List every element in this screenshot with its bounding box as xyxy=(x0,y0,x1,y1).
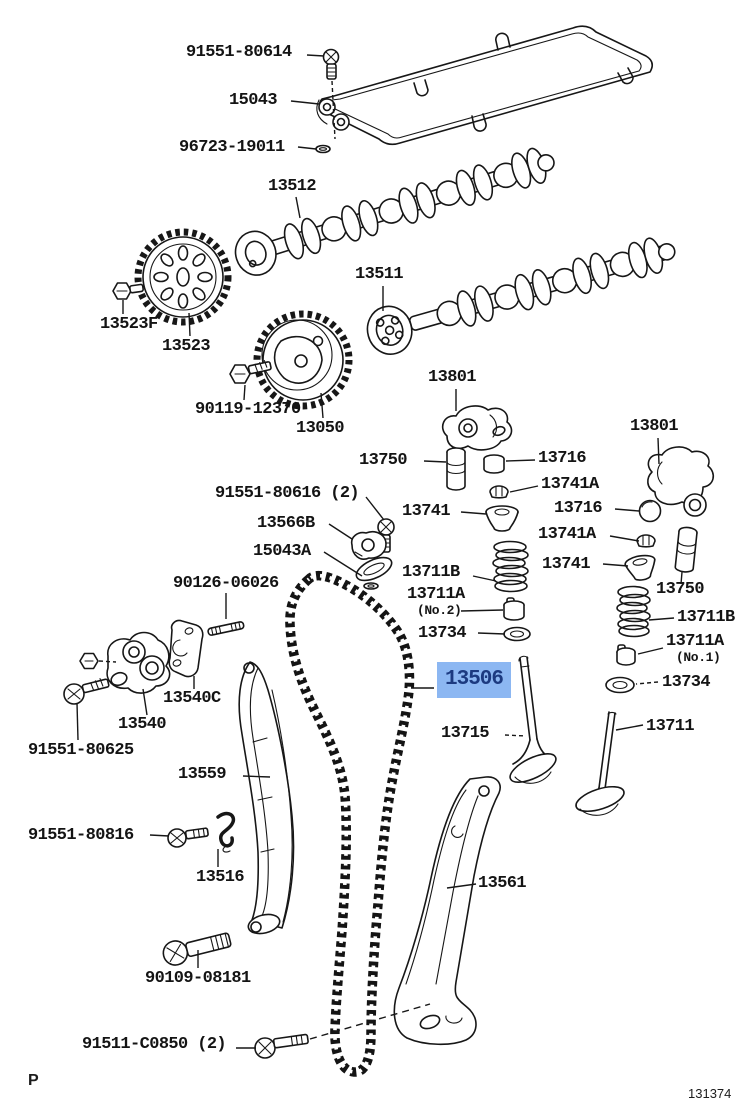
part-label-13801-right[interactable]: 13801 xyxy=(630,417,679,436)
bolt-90109-08181-drawing xyxy=(162,932,232,966)
timing-sprocket-13523-drawing xyxy=(134,228,232,326)
part-label-13716-right[interactable]: 13716 xyxy=(554,499,603,518)
valve-keeper-13741A-right-drawing xyxy=(636,534,656,548)
part-label-13741-left[interactable]: 13741 xyxy=(402,502,451,521)
part-label-13750-right[interactable]: 13750 xyxy=(656,580,705,599)
valve-spring-13711B-right-drawing xyxy=(616,585,651,638)
part-label-13523[interactable]: 13523 xyxy=(162,337,211,356)
rocker-arm-13801-left-drawing xyxy=(441,405,513,451)
part-label-13750-left[interactable]: 13750 xyxy=(359,451,408,470)
valve-lifter-13750-right-drawing xyxy=(674,526,698,573)
bolt-91551-80816-drawing xyxy=(167,827,209,848)
camshaft-13512-drawing xyxy=(234,147,555,276)
part-label-13711A-no1-sub: (No.1) xyxy=(676,649,721,665)
tensioner-13540-drawing xyxy=(106,631,171,694)
part-label-13050[interactable]: 13050 xyxy=(296,419,345,438)
part-label-13512[interactable]: 13512 xyxy=(268,177,317,196)
part-label-91511-C0850[interactable]: 91511-C0850 (2) xyxy=(82,1035,227,1054)
bolt-90119-12370-drawing xyxy=(229,360,272,384)
part-label-90119-12370[interactable]: 90119-12370 xyxy=(195,400,301,419)
nut-94151-80600-drawing xyxy=(79,652,99,670)
part-label-13734-left[interactable]: 13734 xyxy=(418,624,467,643)
bolt-91551-80614-drawing xyxy=(322,48,340,140)
spring-retainer-13741-left-drawing xyxy=(485,505,519,532)
slipper-13566B-drawing xyxy=(350,530,387,560)
oring-96723-19011-drawing xyxy=(315,144,331,154)
part-label-13511[interactable]: 13511 xyxy=(355,265,404,284)
valve-keeper-13741A-left-drawing xyxy=(489,485,509,499)
valve-cap-13711A-no1-drawing xyxy=(616,644,636,666)
part-label-13715[interactable]: 13715 xyxy=(441,724,490,743)
part-label-13711[interactable]: 13711 xyxy=(646,717,695,736)
part-label-13711A-no2-text: 13711A xyxy=(407,585,465,604)
rocker-arm-13801-right-drawing xyxy=(647,446,715,517)
part-label-91551-80816[interactable]: 91551-80816 xyxy=(28,826,134,845)
valve-seal-13734-right-drawing xyxy=(605,676,635,694)
part-label-91551-80625[interactable]: 91551-80625 xyxy=(28,741,134,760)
part-label-15043[interactable]: 15043 xyxy=(229,91,278,110)
valve-13711-drawing xyxy=(575,711,625,816)
valve-shim-13716-right-drawing xyxy=(638,499,662,523)
part-label-13559[interactable]: 13559 xyxy=(178,765,227,784)
page-code: P xyxy=(28,1072,39,1089)
timing-chain-13506-drawing xyxy=(285,570,415,1077)
part-label-13561[interactable]: 13561 xyxy=(478,874,527,893)
part-label-13711A-no2[interactable]: 13711A (No.2) xyxy=(407,586,465,617)
bolt-13523F-drawing xyxy=(112,282,144,300)
part-label-13741A-left[interactable]: 13741A xyxy=(541,475,599,494)
part-label-13741-right[interactable]: 13741 xyxy=(542,555,591,574)
part-label-13540C[interactable]: 13540C xyxy=(163,689,221,708)
part-label-13540[interactable]: 13540 xyxy=(118,715,167,734)
bolt-91511-C0850-drawing xyxy=(254,1003,431,1059)
camshaft-13511-drawing xyxy=(366,237,676,355)
valve-lifter-13750-left-drawing xyxy=(446,447,466,491)
part-label-15043A[interactable]: 15043A xyxy=(253,542,311,561)
gasket-15043A-drawing xyxy=(355,556,393,590)
vvt-gear-13050-drawing xyxy=(253,310,353,410)
valve-shim-13716-left-drawing xyxy=(483,454,505,474)
part-label-90109-08181[interactable]: 90109-08181 xyxy=(145,969,251,988)
chain-guide-13559-drawing xyxy=(238,661,295,935)
stud-90126-06026-drawing xyxy=(207,621,245,636)
part-label-13711A-no2-sub: (No.2) xyxy=(417,602,462,618)
part-label-13711A-no1[interactable]: 13711A (No.1) xyxy=(666,633,724,664)
bolt-91551-80625-drawing xyxy=(63,678,110,705)
part-label-13506-highlighted[interactable]: 13506 xyxy=(437,662,511,698)
part-label-13711A-no1-text: 13711A xyxy=(666,632,724,651)
spring-retainer-13741-right-drawing xyxy=(624,554,656,581)
valve-seal-13734-left-drawing xyxy=(503,626,531,642)
leader-lines xyxy=(76,54,683,1049)
figure-number: 131374 xyxy=(688,1086,732,1101)
part-label-90126-06026[interactable]: 90126-06026 xyxy=(173,574,279,593)
valve-13715-drawing xyxy=(509,655,557,784)
part-label-13801-left[interactable]: 13801 xyxy=(428,368,477,387)
chain-guide-13561-drawing xyxy=(393,776,501,1046)
part-label-13566B[interactable]: 13566B xyxy=(257,514,315,533)
part-label-13523F[interactable]: 13523F xyxy=(100,315,158,334)
clip-13516-drawing xyxy=(216,811,236,853)
part-label-91551-80616[interactable]: 91551-80616 (2) xyxy=(215,484,360,503)
part-label-91551-80614[interactable]: 91551-80614 xyxy=(186,43,292,62)
part-label-13711B-right[interactable]: 13711B xyxy=(677,608,735,627)
part-label-13516[interactable]: 13516 xyxy=(196,868,245,887)
part-label-96723-19011[interactable]: 96723-19011 xyxy=(179,138,285,157)
plate-13540C-drawing xyxy=(168,619,204,678)
part-label-13711B-left[interactable]: 13711B xyxy=(402,563,460,582)
valve-cap-13711A-no2-drawing xyxy=(503,597,525,621)
part-label-13716-left[interactable]: 13716 xyxy=(538,449,587,468)
valve-cover-gasket-drawing xyxy=(316,25,654,146)
valve-spring-13711B-left-drawing xyxy=(492,540,529,593)
part-label-13741A-right[interactable]: 13741A xyxy=(538,525,596,544)
part-label-13734-right[interactable]: 13734 xyxy=(662,673,711,692)
